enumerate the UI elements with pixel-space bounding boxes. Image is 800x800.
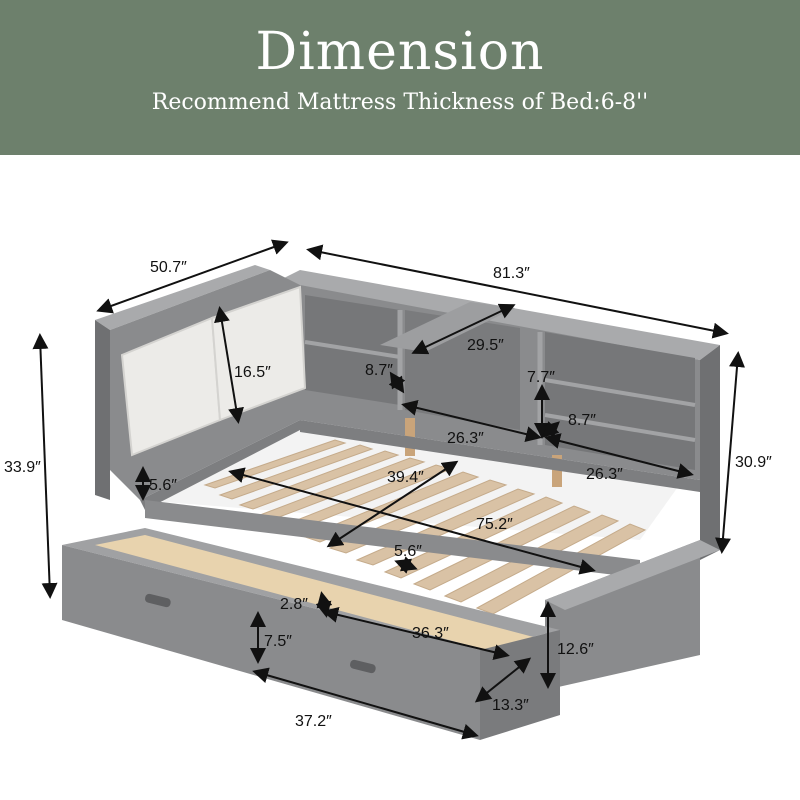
label-drawer-width: 13.3″ [492, 697, 529, 714]
label-shelf-depth-right: 8.7″ [568, 412, 596, 429]
label-inner-width: 39.4″ [387, 469, 424, 486]
dimension-arrows [32, 239, 745, 740]
bookcase-end [700, 345, 720, 560]
bed-illustration [62, 265, 720, 740]
dimension-labels: 50.7″ 81.3″ 33.9″ 30.9″ 16.5″ 29.5″ 8.7″… [4, 259, 772, 730]
label-slat-gap: 5.6″ [394, 543, 422, 560]
label-inner-length: 75.2″ [476, 516, 513, 533]
label-shelf-gap: 7.7″ [527, 369, 555, 386]
page-subtitle: Recommend Mattress Thickness of Bed:6-8'… [151, 90, 649, 115]
label-front-height: 12.6″ [557, 641, 594, 658]
label-cushion-height: 16.5″ [234, 364, 271, 381]
label-drawer-length: 37.2″ [295, 713, 332, 730]
label-shelf-width-left: 26.3″ [447, 430, 484, 447]
page-title: Dimension [255, 22, 545, 82]
label-width-top: 50.7″ [150, 259, 187, 276]
label-height-left: 33.9″ [4, 459, 41, 476]
bed-dimension-diagram: 50.7″ 81.3″ 33.9″ 30.9″ 16.5″ 29.5″ 8.7″… [4, 239, 772, 740]
headboard-edge [95, 320, 110, 500]
header-banner: Dimension Recommend Mattress Thickness o… [0, 0, 800, 155]
footboard-panel [545, 540, 700, 690]
label-shelf-top-width: 29.5″ [467, 337, 504, 354]
label-drawer-height: 7.5″ [264, 633, 292, 650]
label-side-rail: 5.6″ [149, 477, 177, 494]
drawer-handle-left [145, 593, 171, 608]
label-length-top: 81.3″ [493, 265, 530, 282]
label-height-right: 30.9″ [735, 454, 772, 471]
label-drawer-inner-depth: 2.8″ [280, 596, 308, 613]
label-shelf-width-right: 26.3″ [586, 466, 623, 483]
label-drawer-inner-length: 36.3″ [412, 625, 449, 642]
label-shelf-depth-left: 8.7″ [365, 362, 393, 379]
